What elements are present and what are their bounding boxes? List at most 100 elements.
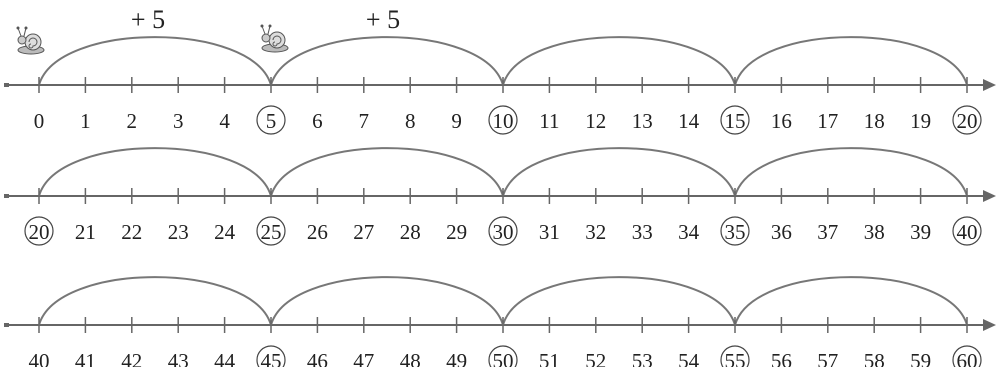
circled-number-ring [952,345,982,367]
circled-number-ring [952,216,982,246]
number-label: 54 [678,349,700,367]
jump-arc [502,276,736,326]
jump-label-1: + 5 [131,5,165,34]
circled-number-label: 30 [493,220,514,244]
jump-arc [734,36,968,86]
circled-number-label: 20 [29,220,50,244]
number-label: 21 [75,220,96,244]
number-label: 4 [219,109,230,133]
circled-number-label: 15 [725,109,746,133]
number-label: 38 [864,220,885,244]
number-label: 16 [771,109,792,133]
circled-number-ring [488,216,518,246]
number-label: 27 [353,220,374,244]
number-label: 18 [864,109,885,133]
number-label: 29 [446,220,467,244]
circled-number-label: 25 [261,220,282,244]
number-label: 40 [29,349,50,367]
axis-arrow [983,319,996,331]
number-label: 33 [632,220,653,244]
number-label: 22 [121,220,142,244]
circled-number-label: 40 [957,220,978,244]
circled-number-label: 10 [493,109,514,133]
number-label: 39 [910,220,931,244]
number-label: 46 [307,349,328,367]
number-label: 44 [214,349,236,367]
circled-number-ring [720,105,750,135]
jump-arc [270,276,504,326]
number-label: 23 [168,220,189,244]
snail-icon [260,24,289,53]
number-label: 42 [121,349,142,367]
number-label: 41 [75,349,96,367]
number-label: 31 [539,220,560,244]
number-label: 48 [400,349,421,367]
jump-arc [734,147,968,197]
number-label: 6 [312,109,323,133]
number-label: 12 [585,109,606,133]
number-label: 58 [864,349,885,367]
jump-arc [270,147,504,197]
number-label: 32 [585,220,606,244]
jump-arc [270,36,504,86]
number-label: 13 [632,109,653,133]
axis-arrow [983,190,996,202]
number-label: 19 [910,109,931,133]
number-label: 8 [405,109,416,133]
circled-number-ring [720,216,750,246]
snail-icon [16,26,45,55]
circled-number-label: 60 [957,349,978,367]
number-label: 7 [359,109,370,133]
jump-arc [38,36,272,86]
number-label: 59 [910,349,931,367]
number-label: 28 [400,220,421,244]
circled-number-label: 55 [725,349,746,367]
number-label: 24 [214,220,236,244]
circled-number-label: 5 [266,109,277,133]
number-label: 53 [632,349,653,367]
number-label: 49 [446,349,467,367]
number-label: 37 [817,220,838,244]
circled-number-label: 50 [493,349,514,367]
axis-start-marker [4,323,9,327]
circled-number-label: 35 [725,220,746,244]
number-label: 14 [678,109,700,133]
circled-number-ring [24,216,54,246]
axis-arrow [983,79,996,91]
number-label: 3 [173,109,184,133]
number-label: 47 [353,349,374,367]
number-label: 56 [771,349,792,367]
number-label: 2 [127,109,138,133]
axis-start-marker [4,83,9,87]
circled-number-ring [720,345,750,367]
circled-number-ring [488,345,518,367]
circled-number-label: 45 [261,349,282,367]
number-label: 51 [539,349,560,367]
number-label: 9 [451,109,462,133]
circled-number-ring [256,345,286,367]
circled-number-ring [256,105,286,135]
jump-label-2: + 5 [366,5,400,34]
number-label: 11 [539,109,559,133]
jump-arc [38,147,272,197]
number-label: 0 [34,109,45,133]
number-label: 17 [817,109,838,133]
circled-number-label: 20 [957,109,978,133]
number-line-2: 20 21 22 23 24 25 26 27 28 29 30 31 32 33 34 35 36 37 38 39… [4,147,996,246]
number-label: 1 [80,109,91,133]
jump-arc [502,36,736,86]
circled-number-ring [952,105,982,135]
axis-start-marker [4,194,9,198]
jump-arc [734,276,968,326]
number-label: 36 [771,220,792,244]
jump-arc [38,276,272,326]
jump-arc [502,147,736,197]
number-label: 26 [307,220,328,244]
circled-number-ring [488,105,518,135]
number-label: 52 [585,349,606,367]
number-label: 34 [678,220,700,244]
